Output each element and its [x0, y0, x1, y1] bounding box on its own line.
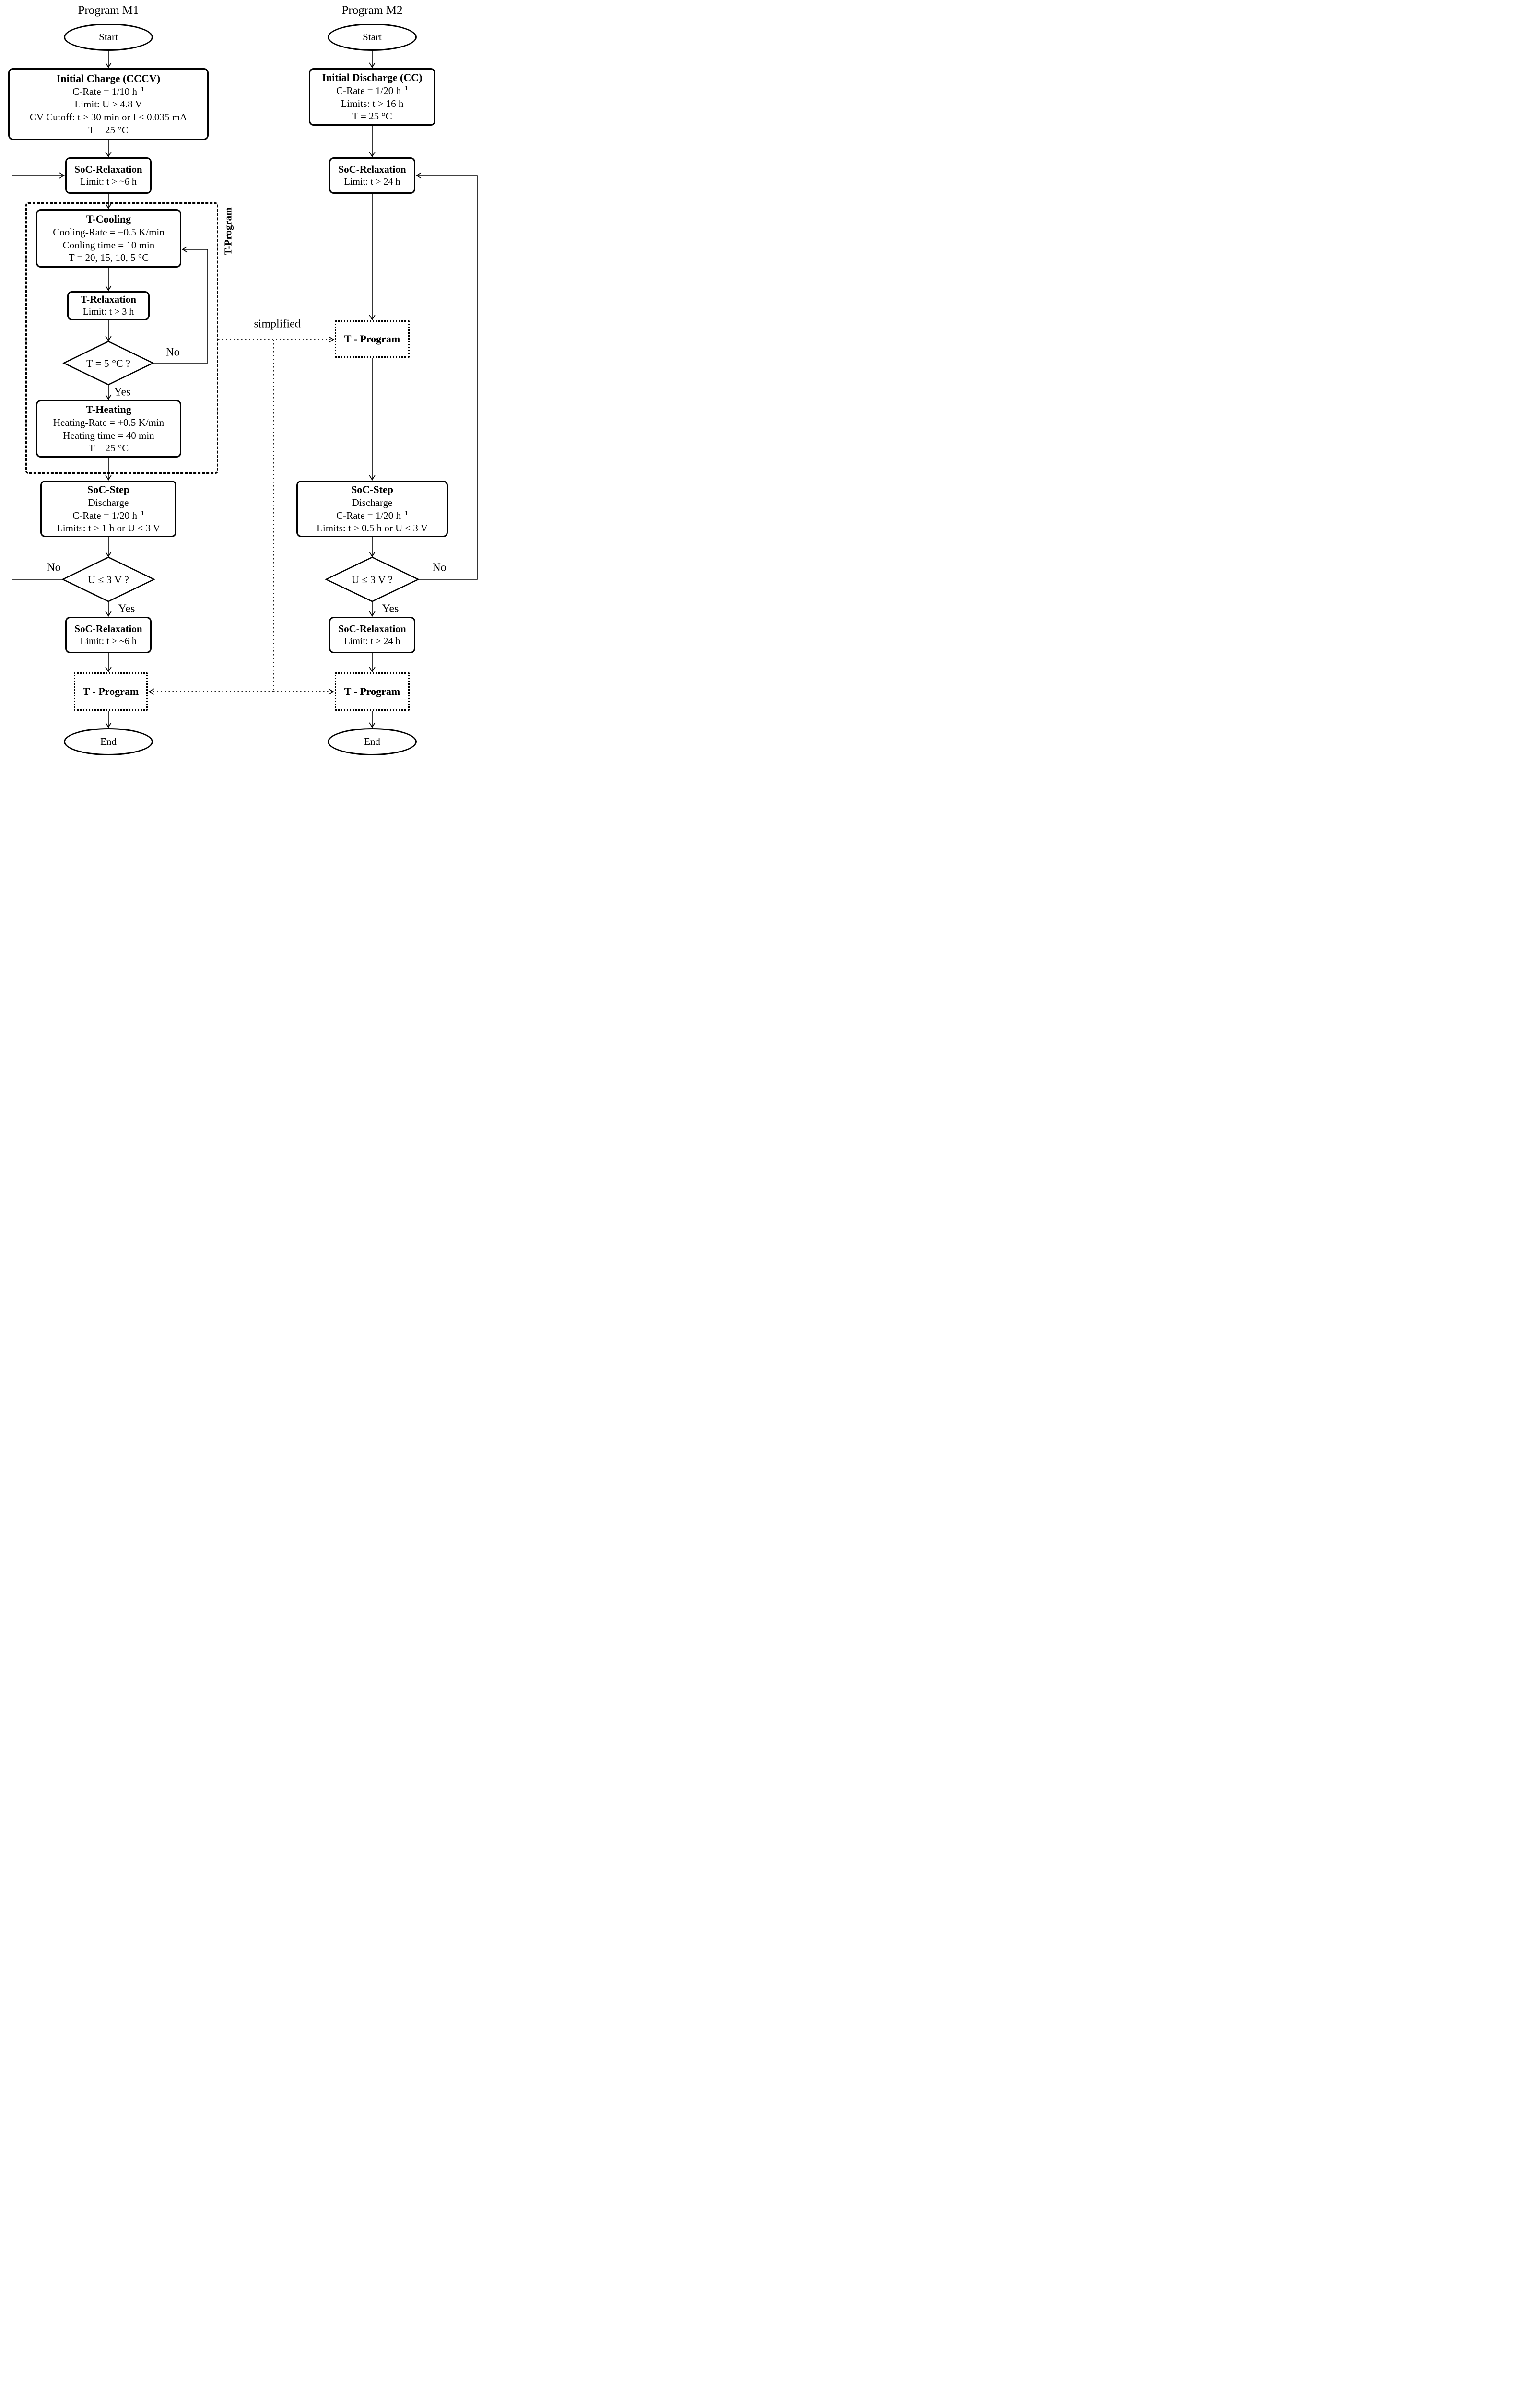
m1-t-cooling-box: T-Cooling Cooling-Rate = −0.5 K/min Cool… [36, 209, 181, 268]
flow-connectors [12, 51, 478, 729]
m1-decision-u3-label: U ≤ 3 V ? [88, 574, 129, 586]
m1-no-loop-to-relax1 [12, 172, 65, 580]
m1-t-relaxation-box: T-Relaxation Limit: t > 3 h [67, 291, 150, 320]
simplified-label: simplified [254, 317, 301, 330]
m1-initial-charge-title: Initial Charge (CCCV) [56, 72, 161, 84]
m1-decision-u3-yes-label: Yes [118, 602, 135, 615]
m2-soc-relaxation-2-title: SoC-Relaxation [338, 623, 406, 635]
m2-initial-discharge-limits-line: Limits: t > 16 h [341, 97, 404, 109]
m1-decision-t5-label: T = 5 °C ? [86, 357, 130, 369]
m2-soc-relaxation-1-box: SoC-Relaxation Limit: t > 24 h [329, 157, 415, 194]
m1-end-node: End [64, 728, 153, 755]
m1-soc-relaxation-2-limit: Limit: t > ~6 h [80, 635, 137, 647]
m2-start-label: Start [363, 31, 382, 43]
m2-soc-step-mode-line: Discharge [352, 496, 393, 508]
m2-t-program-box: T - Program [335, 672, 410, 711]
m1-t-heating-title: T-Heating [86, 403, 131, 416]
m1-decision-t5-yes-label: Yes [114, 386, 131, 399]
m1-t-relaxation-limit: Limit: t > 3 h [82, 306, 134, 317]
m2-soc-step-title: SoC-Step [351, 483, 393, 496]
m2-decision-u3-no-label: No [432, 561, 447, 574]
m1-soc-relaxation-1-limit: Limit: t > ~6 h [80, 176, 137, 187]
m2-decision-u3-diamond [324, 556, 420, 602]
m1-soc-step-box: SoC-Step Discharge C-Rate = 1/20 h−1 Lim… [40, 481, 176, 537]
m1-t-program-container [25, 202, 218, 474]
m1-soc-step-mode-line: Discharge [88, 496, 129, 508]
m2-column-title: Program M2 [341, 4, 403, 17]
m2-decision-u3-label: U ≤ 3 V ? [352, 574, 393, 586]
m2-soc-relaxation-2-box: SoC-Relaxation Limit: t > 24 h [329, 617, 415, 653]
m1-soc-step-limits-line: Limits: t > 1 h or U ≤ 3 V [56, 522, 161, 534]
m2-decision-u3-yes-label: Yes [382, 602, 399, 615]
m1-initial-charge-cutoff-line: CV-Cutoff: t > 30 min or I < 0.035 mA [29, 111, 188, 123]
m1-start-node: Start [64, 24, 153, 51]
m2-no-loop-to-relax1 [415, 172, 478, 580]
m1-decision-u3-diamond [61, 556, 155, 602]
m1-initial-charge-crate-line: C-Rate = 1/10 h−1 [72, 85, 144, 97]
m1-column-title: Program M1 [78, 4, 139, 17]
m1-no-loop-to-cooling [153, 246, 208, 364]
m1-t-heating-temp-line: T = 25 °C [88, 442, 129, 454]
m1-decision-t5-no-label: No [165, 346, 180, 359]
m1-t-heating-rate-line: Heating-Rate = +0.5 K/min [53, 416, 165, 428]
m2-initial-discharge-crate-line: C-Rate = 1/20 h−1 [336, 84, 408, 96]
m2-start-node: Start [328, 24, 417, 51]
m1-soc-step-crate-line: C-Rate = 1/20 h−1 [72, 509, 144, 521]
m2-soc-relaxation-1-title: SoC-Relaxation [338, 163, 406, 175]
m2-t-program-box-label: T - Program [344, 685, 400, 697]
m1-soc-step-title: SoC-Step [87, 483, 129, 496]
m2-soc-relaxation-1-limit: Limit: t > 24 h [344, 176, 400, 187]
m1-decision-u3-no-label: No [47, 561, 61, 574]
m1-initial-charge-box: Initial Charge (CCCV) C-Rate = 1/10 h−1 … [8, 68, 209, 140]
m1-start-label: Start [99, 31, 118, 43]
m2-initial-discharge-temp-line: T = 25 °C [352, 110, 392, 122]
m1-initial-charge-limit-line: Limit: U ≥ 4.8 V [74, 98, 142, 110]
m1-t-program-box: T - Program [74, 672, 148, 711]
m1-t-relaxation-title: T-Relaxation [81, 294, 136, 306]
m2-soc-step-box: SoC-Step Discharge C-Rate = 1/20 h−1 Lim… [296, 481, 448, 537]
m1-t-program-container-label: T-Program [222, 207, 234, 255]
m2-initial-discharge-title: Initial Discharge (CC) [322, 71, 423, 84]
m1-decision-t5-diamond [62, 341, 154, 386]
flowchart-canvas: Program M1 Start Initial Charge (CCCV) C… [0, 0, 482, 757]
m2-soc-step-crate-line: C-Rate = 1/20 h−1 [336, 509, 408, 521]
m2-t-program-mid-box: T - Program [335, 320, 410, 358]
m2-end-label: End [364, 736, 380, 748]
m1-soc-relaxation-2-title: SoC-Relaxation [74, 623, 142, 635]
m1-t-cooling-time-line: Cooling time = 10 min [62, 239, 155, 251]
m1-soc-relaxation-2-box: SoC-Relaxation Limit: t > ~6 h [65, 617, 152, 653]
m1-t-heating-time-line: Heating time = 40 min [63, 429, 154, 441]
m2-soc-step-limits-line: Limits: t > 0.5 h or U ≤ 3 V [317, 522, 428, 534]
m1-t-heating-box: T-Heating Heating-Rate = +0.5 K/min Heat… [36, 400, 181, 458]
m1-soc-relaxation-1-title: SoC-Relaxation [74, 163, 142, 175]
m2-soc-relaxation-2-limit: Limit: t > 24 h [344, 635, 400, 647]
m1-t-program-box-label: T - Program [82, 685, 139, 697]
m1-end-label: End [100, 736, 117, 748]
m1-soc-relaxation-1-box: SoC-Relaxation Limit: t > ~6 h [65, 157, 152, 194]
m1-initial-charge-temp-line: T = 25 °C [88, 124, 129, 136]
m1-t-cooling-title: T-Cooling [86, 213, 131, 225]
m1-t-cooling-temp-line: T = 20, 15, 10, 5 °C [68, 252, 149, 264]
m2-end-node: End [328, 728, 417, 755]
m2-t-program-mid-label: T - Program [344, 333, 400, 345]
m1-t-cooling-rate-line: Cooling-Rate = −0.5 K/min [53, 226, 165, 238]
m2-initial-discharge-box: Initial Discharge (CC) C-Rate = 1/20 h−1… [309, 68, 435, 126]
